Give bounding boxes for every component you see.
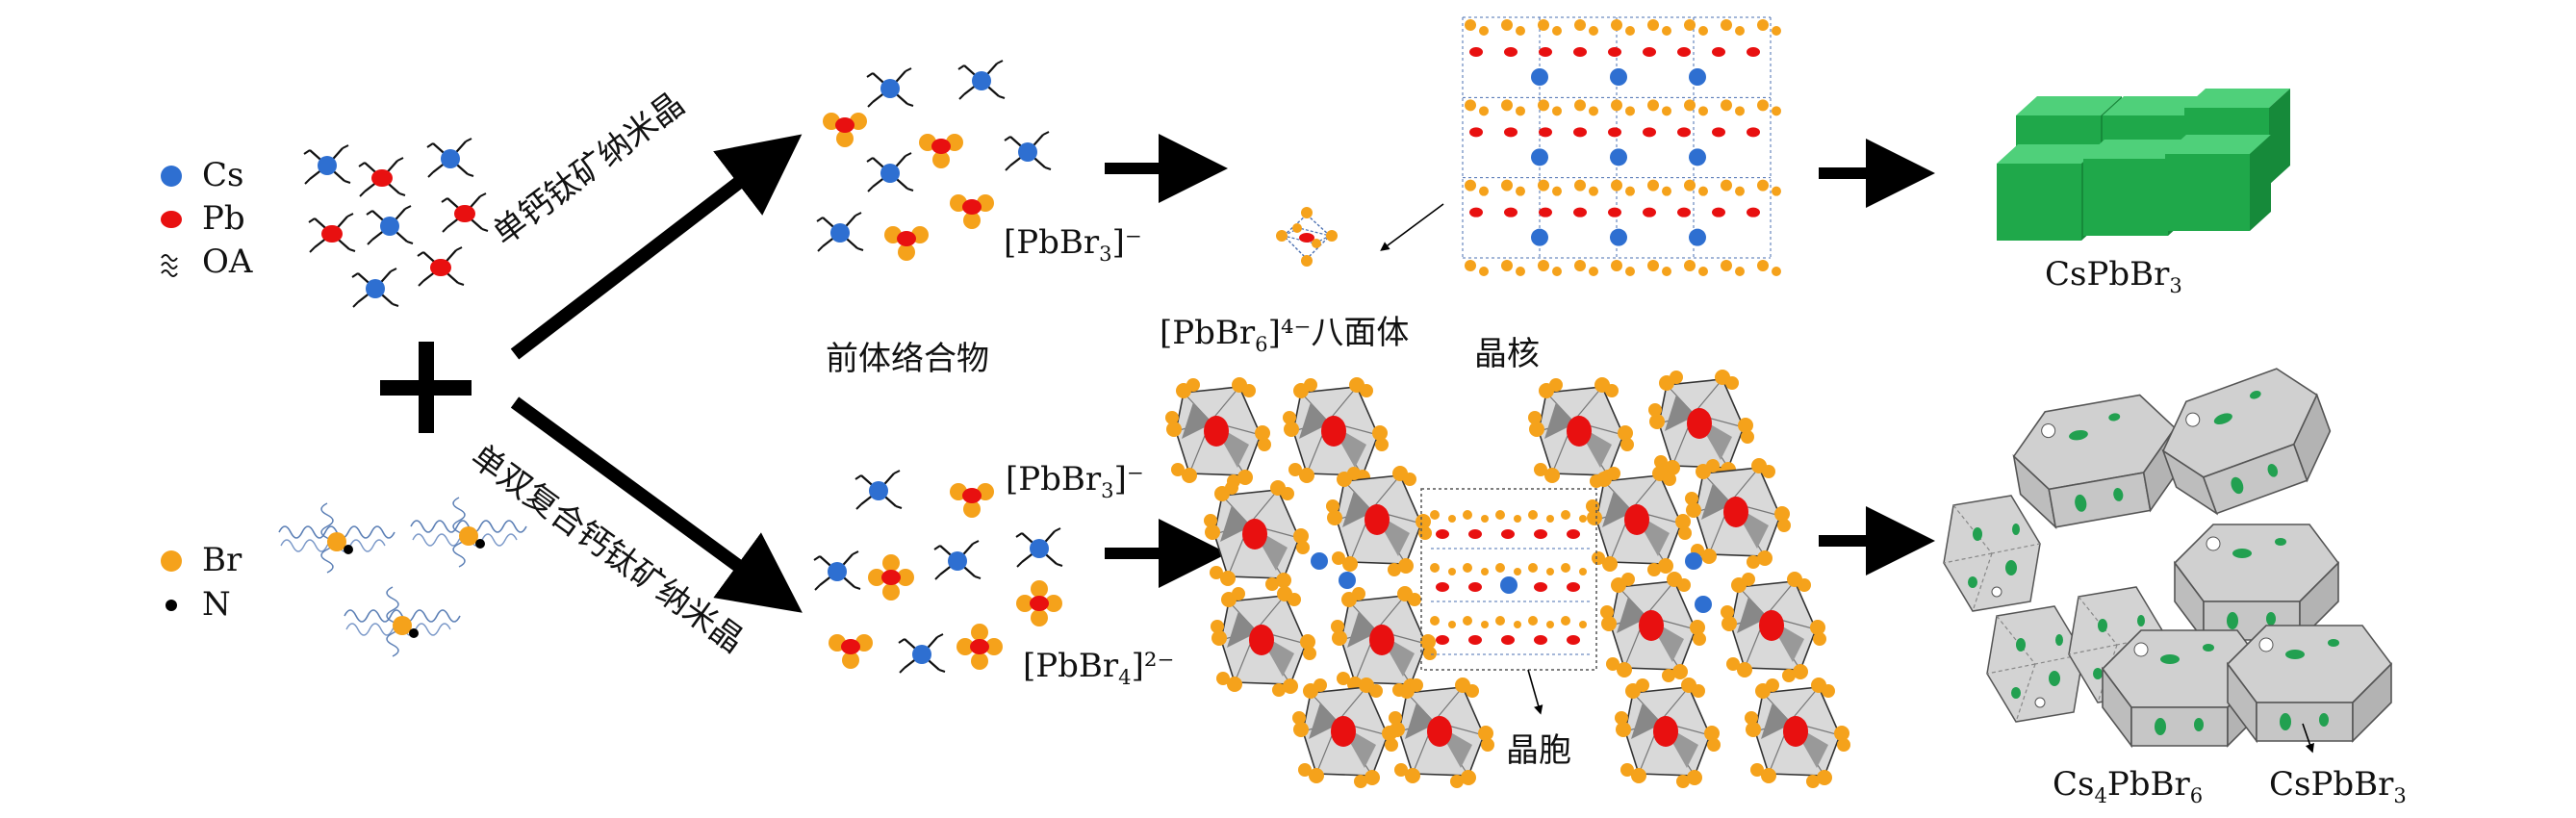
lower-nanocrystals [1164,369,1851,789]
br-legend-dot [161,550,182,572]
legend [161,166,182,611]
precursor-label: 前体络合物 [826,340,989,378]
cs4pbbr6-label: Cs4PbBr6 [2053,765,2204,807]
unit-cell-box [1420,488,1597,671]
pbbr6-octahedron [1276,207,1338,267]
lower-route-arrow [510,396,803,613]
unit-cell-pointer [1527,669,1543,715]
upper-route-arrow [510,134,803,360]
br-legend-label: Br [202,541,242,579]
n-legend-dot [166,600,177,611]
pbbr3-upper-label: [PbBr3]⁻ [1004,223,1142,266]
plus-sign [380,342,472,433]
pb-legend-label: Pb [202,199,245,238]
cs-pb-oa-cluster [302,137,490,309]
nucleus-lattice [1462,16,1781,276]
cspbbr3-green-cubes [1997,89,2290,241]
n-legend-label: N [202,585,231,624]
cspbbr3-lower-label: CsPbBr3 [2269,765,2407,807]
oa-legend-icon [161,254,178,277]
pb-legend-dot [161,211,182,228]
pbbr4-label: [PbBr4]²⁻ [1023,647,1175,689]
unit-cell-label: 晶胞 [1506,731,1571,770]
cspbbr3-pointer [2302,723,2314,754]
oa-legend-label: OA [202,243,253,281]
br-n-ligand-cluster [278,497,527,657]
pbbr3-lower-label: [PbBr3]⁻ [1006,460,1144,502]
octahedron-pointer-arrow [1380,203,1444,251]
cspbbr3-upper-label: CsPbBr3 [2045,255,2182,297]
pbbr6-octahedron-label: [PbBr6]⁴⁻八面体 [1160,314,1410,356]
cs-legend-dot [161,166,182,187]
nucleus-label: 晶核 [1474,335,1540,373]
cs-legend-label: Cs [202,156,244,194]
cs4pbbr6-crystals [1943,358,2392,747]
